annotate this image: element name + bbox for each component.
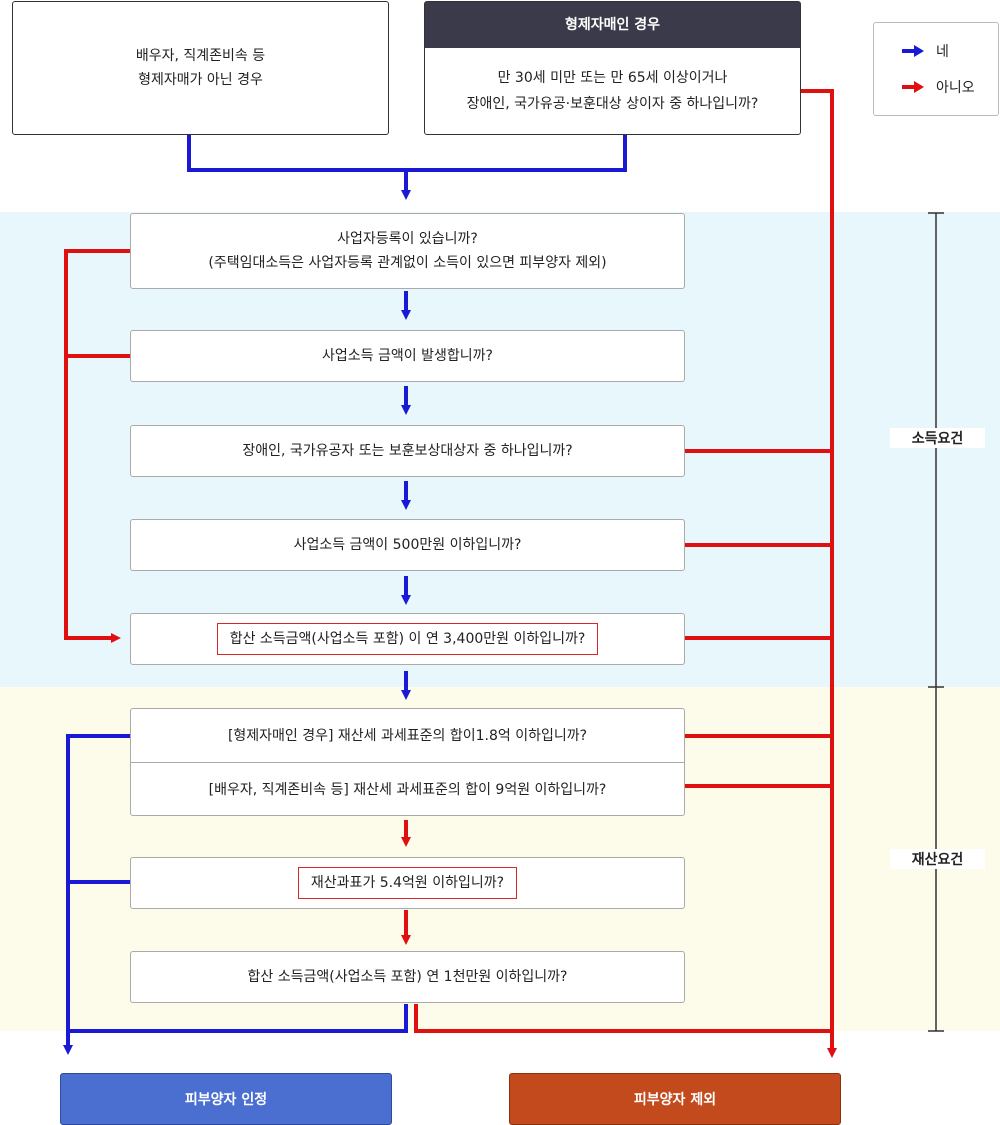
q6b-text: [배우자, 직계존비속 등] 재산세 과세표준의 합이 9억원 이하입니까? [208, 782, 607, 798]
q6a-text: [형제자매인 경우] 재산세 과세표준의 합이1.8억 이하입니까? [131, 709, 684, 763]
legend-no: 아니오 [900, 77, 975, 97]
start-non-sibling-line2: 형제자매가 아닌 경우 [138, 72, 263, 88]
result-dependent-approved: 피부양자 인정 [60, 1073, 392, 1125]
q2-text: 사업소득 금액이 발생합니까? [322, 348, 493, 364]
q4-text: 사업소득 금액이 500만원 이하입니까? [293, 537, 522, 553]
question-total-income-34m: 합산 소득금액(사업소득 포함) 이 연 3,400만원 이하입니까? [130, 613, 685, 665]
result-approved-label: 피부양자 인정 [184, 1092, 268, 1108]
result-dependent-excluded: 피부양자 제외 [509, 1073, 841, 1125]
yes-paths [63, 135, 627, 1055]
legend-yes-label: 네 [936, 44, 949, 60]
question-business-income-5m: 사업소득 금액이 500만원 이하입니까? [130, 519, 685, 571]
sibling-question-line2: 장애인, 국가유공·보훈대상 상이자 중 하나입니까? [466, 96, 759, 112]
question-business-registration: 사업자등록이 있습니까? (주택임대소득은 사업자등록 관계없이 소득이 있으면… [130, 213, 685, 289]
question-property-tax-base: [형제자매인 경우] 재산세 과세표준의 합이1.8억 이하입니까? [배우자,… [130, 708, 685, 816]
question-disabled-or-veteran: 장애인, 국가유공자 또는 보훈보상대상자 중 하나입니까? [130, 425, 685, 477]
red-arrow-icon [902, 81, 924, 93]
asset-section-label: 재산요건 [890, 849, 985, 869]
result-excluded-label: 피부양자 제외 [633, 1092, 717, 1108]
sibling-question-line1: 만 30세 미만 또는 만 65세 이상이거나 [497, 70, 728, 86]
q1-line2: (주택임대소득은 사업자등록 관계없이 소득이 있으면 피부양자 제외) [208, 255, 607, 271]
start-non-sibling-line1: 배우자, 직계존비속 등 [135, 48, 266, 64]
question-property-5-4b: 재산과표가 5.4억원 이하입니까? [130, 857, 685, 909]
legend: 네 아니오 [873, 22, 999, 116]
start-sibling-box: 형제자매인 경우 만 30세 미만 또는 만 65세 이상이거나 장애인, 국가… [424, 1, 801, 135]
blue-arrow-icon [902, 45, 924, 57]
income-section-label: 소득요건 [890, 428, 985, 448]
legend-no-label: 아니오 [936, 80, 975, 96]
question-business-income-exists: 사업소득 금액이 발생합니까? [130, 330, 685, 382]
q3-text: 장애인, 국가유공자 또는 보훈보상대상자 중 하나입니까? [242, 443, 573, 459]
q5-text: 합산 소득금액(사업소득 포함) 이 연 3,400만원 이하입니까? [216, 623, 599, 655]
start-non-sibling-box: 배우자, 직계존비속 등 형제자매가 아닌 경우 [12, 1, 389, 135]
sibling-header: 형제자매인 경우 [425, 2, 800, 48]
question-total-income-10m: 합산 소득금액(사업소득 포함) 연 1천만원 이하입니까? [130, 951, 685, 1003]
legend-yes: 네 [900, 41, 949, 61]
section-brackets [928, 212, 944, 1032]
q7-text: 재산과표가 5.4억원 이하입니까? [297, 867, 518, 899]
q8-text: 합산 소득금액(사업소득 포함) 연 1천만원 이하입니까? [247, 969, 568, 985]
no-paths [64, 89, 837, 1058]
q1-line1: 사업자등록이 있습니까? [337, 231, 478, 247]
